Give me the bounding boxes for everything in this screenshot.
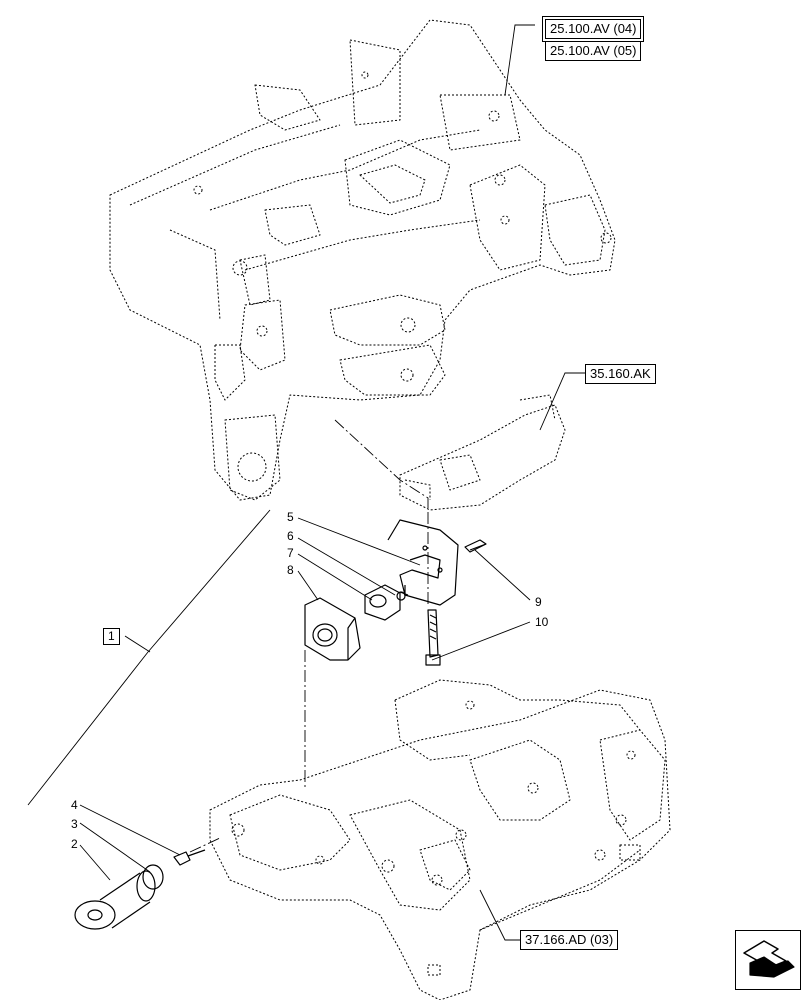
leader-10 bbox=[431, 621, 531, 661]
support-bracket-phantom bbox=[399, 394, 566, 511]
next-page-arrow-icon[interactable] bbox=[735, 930, 801, 990]
bolt-long bbox=[425, 609, 441, 666]
callout-3: 3 bbox=[71, 817, 78, 831]
leader-3 bbox=[79, 822, 151, 873]
callout-2: 2 bbox=[71, 837, 78, 851]
ref-label-37166-ad-03[interactable]: 37.166.AD (03) bbox=[520, 930, 619, 950]
snap-ring bbox=[142, 864, 164, 890]
leader-7 bbox=[297, 553, 373, 601]
callout-5: 5 bbox=[287, 510, 294, 524]
leader-35160 bbox=[539, 372, 585, 431]
leader-37166 bbox=[479, 889, 520, 941]
grease-fitting bbox=[173, 849, 206, 866]
callout-8: 8 bbox=[287, 563, 294, 577]
ref-label-25100-av-04[interactable]: 25.100.AV (04) bbox=[541, 16, 645, 42]
sensor-housing bbox=[304, 597, 361, 661]
tractor-front-frame bbox=[109, 19, 616, 501]
arrow-glyph bbox=[743, 940, 795, 978]
callout-10: 10 bbox=[535, 615, 549, 629]
item-group-label: 1 bbox=[103, 628, 120, 645]
leader-25100 bbox=[504, 24, 535, 96]
callout-7: 7 bbox=[287, 546, 294, 560]
leader-4 bbox=[79, 804, 181, 856]
callout-6: 6 bbox=[287, 529, 294, 543]
leader-6 bbox=[297, 537, 396, 596]
callout-9: 9 bbox=[535, 595, 542, 609]
bolt-small bbox=[464, 539, 487, 553]
leader-5 bbox=[297, 517, 421, 566]
speed-sensor bbox=[364, 584, 409, 621]
centerline-bracket bbox=[334, 419, 429, 510]
callout-4: 4 bbox=[71, 798, 78, 812]
pin-flanged bbox=[74, 870, 156, 930]
leader-8 bbox=[297, 570, 319, 601]
ref-label-35160-ak[interactable]: 35.160.AK bbox=[585, 364, 656, 384]
leader-9 bbox=[474, 549, 531, 601]
leader-2 bbox=[79, 844, 111, 881]
centerline-pin bbox=[189, 837, 221, 853]
leader-item-1 bbox=[27, 509, 271, 806]
ref-label-25100-av-05[interactable]: 25.100.AV (05) bbox=[545, 41, 642, 61]
front-axle-support bbox=[209, 679, 671, 1000]
